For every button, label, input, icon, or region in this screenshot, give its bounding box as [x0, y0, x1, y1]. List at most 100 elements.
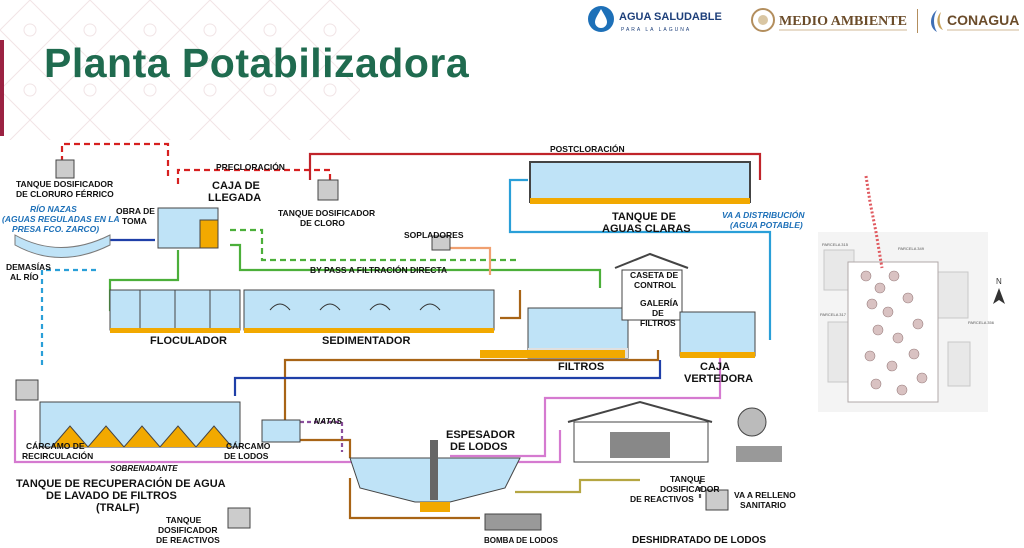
label-rio-nazas-3: PRESA FCO. ZARCO): [12, 224, 99, 234]
label-sopladores: SOPLADORES: [404, 230, 464, 240]
line-postcloracion: [308, 152, 762, 180]
label-galeria-2: DE: [652, 308, 664, 318]
label-natas: NATAS: [314, 416, 342, 426]
north-arrow-icon: N: [993, 277, 1005, 304]
label-bypass: BY PASS A FILTRACIÓN DIRECTA: [310, 264, 447, 275]
page-title: Planta Potabilizadora: [44, 40, 470, 86]
conagua-text: CONAGUA: [947, 12, 1019, 28]
agua-saludable-logo: AGUA SALUDABLE PARA LA LAGUNA: [588, 6, 722, 33]
label-tanque-claras-2: AGUAS CLARAS: [602, 223, 691, 235]
label-bomba-lodos: BOMBA DE LODOS: [484, 536, 559, 545]
conagua-logo: CONAGUA: [931, 10, 1019, 32]
label-caja-llegada-1: CAJA DE: [212, 180, 260, 192]
line-cloruro-dashed: [60, 142, 170, 178]
label-demasias-1: DEMASÍAS: [6, 262, 51, 272]
filtros-tank: [480, 307, 629, 359]
line-peach: [440, 246, 492, 275]
label-tanque-react-b-3: DE REACTIVOS: [630, 494, 694, 504]
label-carcamo-recirc-1: CÁRCAMO DE: [26, 441, 85, 451]
label-carcamo-lodos-1: CÁRCAMO: [226, 441, 271, 451]
label-tanque-react-b-1: TANQUE: [670, 474, 706, 484]
map-north-label: N: [996, 277, 1002, 286]
label-caja-vertedora-2: VERTEDORA: [684, 373, 753, 385]
line-pink-main: [450, 340, 722, 458]
line-lightblue-loop: [508, 178, 772, 340]
line-green-back: [230, 243, 602, 288]
sedimentador-tank: [243, 289, 495, 333]
caseta-control: [614, 252, 689, 321]
label-tanque-react-a-3: DE REACTIVOS: [156, 535, 220, 545]
label-caseta-2: CONTROL: [634, 280, 676, 290]
line-brown-lodos: [348, 478, 480, 520]
label-postcloracion: POSTCLORACIÓN: [550, 143, 625, 154]
line-purple-natas: [300, 420, 344, 452]
label-obra-toma-2: TOMA: [122, 216, 147, 226]
line-brown-2: [500, 290, 522, 320]
label-espesador-1: ESPESADOR: [446, 429, 515, 441]
label-tanque-react-b-2: DOSIFICADOR: [660, 484, 720, 494]
label-floculador: FLOCULADOR: [150, 335, 227, 347]
tralf-tank: [15, 379, 301, 448]
label-espesador-2: DE LODOS: [450, 441, 507, 453]
label-tanque-cloruro-1: TANQUE DOSIFICADOR: [16, 179, 113, 189]
label-tanque-claras-1: TANQUE DE: [612, 211, 676, 223]
label-rio-nazas-1: RÍO NAZAS: [30, 204, 77, 214]
label-tanque-cloruro-2: DE CLORURO FÉRRICO: [16, 189, 114, 199]
label-tanque-cloro-1: TANQUE DOSIFICADOR: [278, 208, 375, 218]
map-red-route: [864, 175, 884, 269]
label-sobrenadante: SOBRENADANTE: [110, 464, 178, 473]
dosificador-units: [55, 159, 729, 529]
line-brown-3: [290, 438, 352, 458]
label-tralf-2: DE LAVADO DE FILTROS: [46, 490, 177, 502]
header-background-pattern: [0, 0, 360, 140]
rio-nazas-basin: [14, 234, 111, 258]
caja-llegada-tank: [157, 207, 219, 249]
agua-saludable-subtext: PARA LA LAGUNA: [621, 27, 691, 33]
label-demasias-2: AL RÍO: [10, 272, 39, 282]
line-pink-left: [13, 410, 562, 464]
label-caja-vertedora-1: CAJA: [700, 361, 730, 373]
label-obra-toma-1: OBRA DE: [116, 206, 155, 216]
floculador-tank: [109, 289, 241, 333]
label-tanque-cloro-2: DE CLORO: [300, 218, 345, 228]
label-caseta-1: CASETA DE: [630, 270, 679, 280]
label-filtros: FILTROS: [558, 361, 604, 373]
label-carcamo-recirc-2: RECIRCULACIÓN: [22, 450, 93, 461]
line-green-dashed: [230, 228, 520, 262]
title-accent-bar: [0, 40, 4, 136]
medio-ambiente-logo: MEDIO AMBIENTE: [751, 8, 918, 33]
map-parcela-b: PARCELA 349: [898, 246, 925, 251]
header-logos: AGUA SALUDABLE PARA LA LAGUNA MEDIO AMBI…: [588, 6, 1019, 33]
label-tanque-react-a-2: DOSIFICADOR: [158, 525, 218, 535]
label-relleno-2: SANITARIO: [740, 500, 787, 510]
label-sedimentador: SEDIMENTADOR: [322, 335, 410, 347]
map-parcela-a: PARCELA 315: [822, 242, 849, 247]
label-precloracion: PRECLORACIÓN: [216, 161, 285, 172]
label-va-distribucion-2: (AGUA POTABLE): [730, 220, 803, 230]
line-darkblue-bottom: [233, 360, 662, 396]
line-precloracion: [176, 168, 332, 184]
label-caja-llegada-2: LLEGADA: [208, 192, 261, 204]
label-carcamo-lodos-2: DE LODOS: [224, 451, 269, 461]
tanque-claras: [529, 161, 751, 204]
label-tralf-1: TANQUE DE RECUPERACIÓN DE AGUA: [16, 477, 226, 490]
espesador-tank: [349, 440, 521, 512]
deshidratado-building: [567, 400, 782, 463]
caja-vertedora-tank: [679, 311, 756, 358]
line-olive: [515, 478, 640, 494]
label-va-distribucion-1: VA A DISTRIBUCIÓN: [722, 209, 805, 220]
label-galeria-1: GALERÍA: [640, 298, 678, 308]
medio-ambiente-text: MEDIO AMBIENTE: [779, 14, 907, 29]
process-diagram: TANQUE DOSIFICADOR DE CLORURO FÉRRICO RÍ…: [2, 142, 805, 546]
line-lightblue-side: [40, 268, 100, 365]
map-parcela-d: PARCELA 356: [968, 320, 995, 325]
label-tanque-react-a-1: TANQUE: [166, 515, 202, 525]
label-galeria-3: FILTROS: [640, 318, 676, 328]
site-location-map: PARCELA 315 PARCELA 349 PARCELA 317 PARC…: [818, 175, 1005, 412]
label-relleno-1: VA A RELLENO: [734, 490, 796, 500]
agua-saludable-text: AGUA SALUDABLE: [619, 11, 722, 23]
label-deshidratado: DESHIDRATADO DE LODOS: [632, 535, 766, 546]
label-tralf-3: (TRALF): [96, 502, 140, 514]
map-parcela-c: PARCELA 317: [820, 312, 847, 317]
bomba-lodos-unit: [484, 513, 542, 531]
